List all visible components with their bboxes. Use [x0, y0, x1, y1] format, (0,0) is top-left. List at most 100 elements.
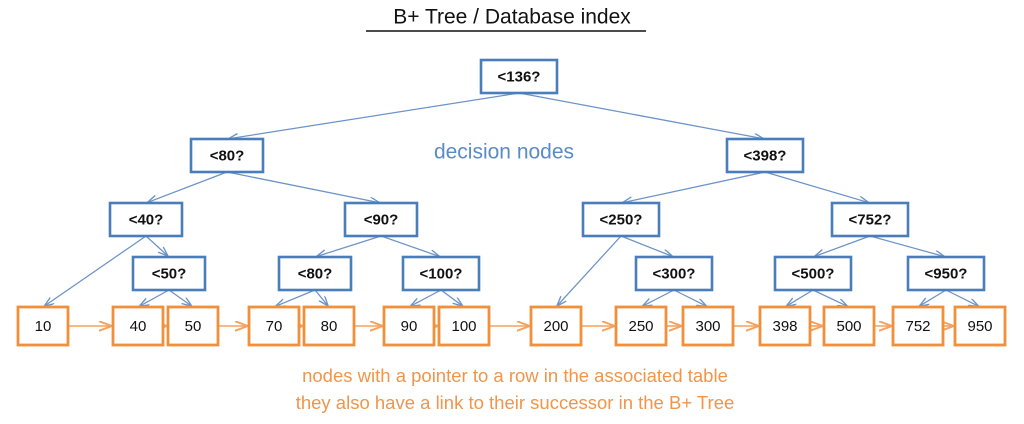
- leaf-node-label: 70: [266, 318, 283, 335]
- leaf-node[interactable]: 250: [614, 305, 668, 347]
- tree-edge: [45, 235, 147, 306]
- decision-node[interactable]: <300?: [634, 255, 714, 292]
- decision-node-label: <300?: [653, 265, 696, 282]
- decision-node[interactable]: <40?: [108, 201, 184, 238]
- decision-node-label: <500?: [792, 265, 835, 282]
- decision-node[interactable]: <90?: [343, 201, 419, 238]
- tree-edge: [815, 235, 871, 256]
- leaf-node[interactable]: 90: [382, 305, 436, 347]
- decision-node-box: [277, 255, 353, 292]
- leaf-node[interactable]: 50: [166, 305, 220, 347]
- leaf-node-box: [247, 305, 301, 347]
- decision-node[interactable]: <398?: [725, 137, 805, 174]
- tree-edge: [518, 92, 763, 139]
- decision-node[interactable]: <100?: [401, 255, 481, 292]
- tree-edge: [276, 289, 316, 306]
- tree-edge: [411, 289, 442, 306]
- decision-node-box: [131, 255, 207, 292]
- leaf-node[interactable]: 300: [681, 305, 735, 347]
- leaf-node[interactable]: 500: [822, 305, 876, 347]
- leaf-node-label: 250: [628, 318, 653, 335]
- leaf-node-label: 950: [967, 318, 992, 335]
- decision-node-box: [725, 137, 805, 174]
- tree-edges-layer: [45, 92, 979, 306]
- leaf-node-box: [302, 305, 356, 347]
- leaf-node-label: 752: [905, 318, 930, 335]
- decision-node-box: [581, 201, 661, 238]
- title-group: B+ Tree / Database index: [366, 6, 646, 32]
- page-title: B+ Tree / Database index: [393, 6, 631, 29]
- leaf-node-box: [822, 305, 876, 347]
- leaf-caption-line-2: they also have a link to their successor…: [296, 392, 735, 413]
- decision-node-box: [108, 201, 184, 238]
- leaf-node-box: [166, 305, 220, 347]
- leaf-node-label: 200: [543, 318, 568, 335]
- tree-edge: [764, 171, 868, 202]
- decision-node-label: <80?: [210, 147, 245, 164]
- leaf-node[interactable]: 950: [953, 305, 1007, 347]
- leaf-node-box: [16, 305, 70, 347]
- leaf-node[interactable]: 80: [302, 305, 356, 347]
- decision-node-label: <950?: [925, 265, 968, 282]
- decision-node-label: <90?: [364, 211, 399, 228]
- decision-node[interactable]: <80?: [277, 255, 353, 292]
- tree-edge: [380, 235, 439, 256]
- decision-node-box: [479, 58, 559, 95]
- leaf-node[interactable]: 40: [111, 305, 165, 347]
- decision-nodes-annotation: decision nodes: [434, 141, 574, 164]
- leaf-node[interactable]: 200: [529, 305, 583, 347]
- leaf-node-label: 50: [185, 318, 202, 335]
- leaf-node-box: [111, 305, 165, 347]
- decision-node[interactable]: <50?: [131, 255, 207, 292]
- annotations-layer: decision nodes nodes with a pointer to a…: [296, 141, 735, 413]
- decision-node-label: <136?: [498, 68, 541, 85]
- decision-node-label: <100?: [420, 265, 463, 282]
- decision-node-box: [343, 201, 419, 238]
- decision-node[interactable]: <250?: [581, 201, 661, 238]
- tree-edge: [148, 171, 228, 202]
- leaf-node-box: [437, 305, 491, 347]
- decision-node[interactable]: <752?: [830, 201, 910, 238]
- decision-node[interactable]: <950?: [906, 255, 986, 292]
- tree-edge: [145, 235, 168, 256]
- tree-edge: [140, 289, 170, 306]
- leaf-node[interactable]: 70: [247, 305, 301, 347]
- decision-node-label: <250?: [600, 211, 643, 228]
- decision-node-box: [401, 255, 481, 292]
- leaf-node-box: [681, 305, 735, 347]
- tree-edge: [440, 289, 462, 306]
- leaf-node[interactable]: 398: [758, 305, 812, 347]
- decision-node-box: [634, 255, 714, 292]
- decision-node-label: <80?: [298, 265, 333, 282]
- tree-edge: [168, 289, 191, 306]
- leaf-node-label: 398: [772, 318, 797, 335]
- tree-edge: [643, 289, 675, 306]
- decision-node[interactable]: <80?: [189, 137, 265, 174]
- decision-node[interactable]: <500?: [773, 255, 853, 292]
- decision-node-label: <40?: [129, 211, 164, 228]
- leaf-node-label: 300: [695, 318, 720, 335]
- leaf-node-box: [758, 305, 812, 347]
- decision-node-box: [830, 201, 910, 238]
- leaf-node-box: [953, 305, 1007, 347]
- decision-node-box: [906, 255, 986, 292]
- leaf-node[interactable]: 10: [16, 305, 70, 347]
- tree-edge: [787, 289, 814, 306]
- leaf-node[interactable]: 100: [437, 305, 491, 347]
- leaf-node[interactable]: 752: [891, 305, 945, 347]
- decision-node-box: [773, 255, 853, 292]
- leaf-node-label: 40: [130, 318, 147, 335]
- tree-edge: [812, 289, 847, 306]
- leaf-node-label: 100: [451, 318, 476, 335]
- leaf-nodes-layer: 10 40 50 70 80 90 100 200 250 300 398 500 752 950: [16, 305, 1007, 347]
- decision-node-label: <752?: [849, 211, 892, 228]
- leaf-node-box: [529, 305, 583, 347]
- leaf-caption-line-1: nodes with a pointer to a row in the ass…: [302, 365, 728, 386]
- tree-edge: [229, 92, 520, 139]
- leaf-node-label: 90: [401, 318, 418, 335]
- tree-edge: [869, 235, 944, 256]
- decision-node[interactable]: <136?: [479, 58, 559, 95]
- tree-edge: [314, 289, 328, 305]
